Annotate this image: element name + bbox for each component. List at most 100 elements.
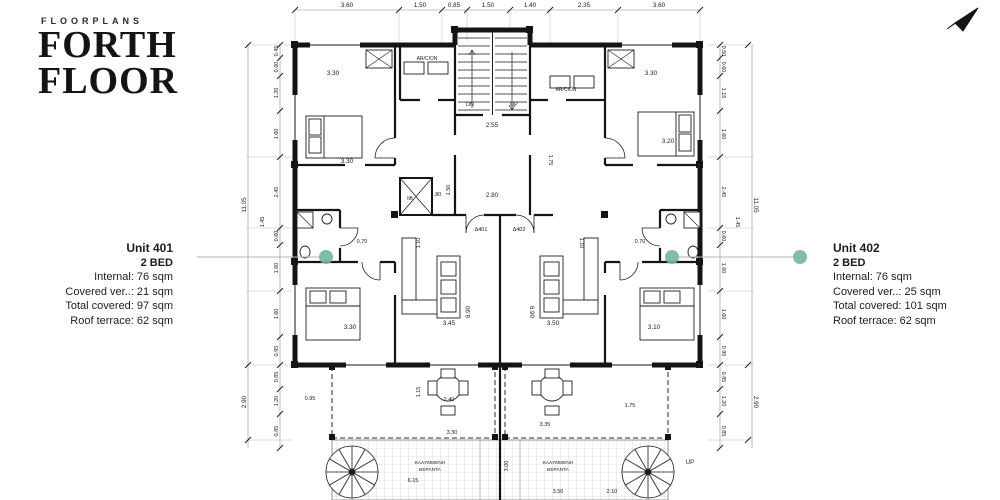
plan-label: 0.70: [635, 239, 646, 245]
plan-label: 1.75: [547, 155, 553, 166]
north-arrow-icon: [946, 7, 979, 32]
plan-label: 3.10: [648, 324, 661, 331]
plan-label: 1.45: [260, 217, 266, 228]
header-eyebrow: FLOORPLANS: [41, 16, 143, 26]
plan-label: 1.10: [578, 238, 584, 249]
plan-label: 0.60: [720, 62, 726, 73]
columns: [291, 26, 703, 368]
dining-table: [531, 368, 573, 416]
plan-label: 1.60: [274, 309, 280, 320]
plan-label: 0.85: [274, 426, 280, 437]
plan-label: 1.40: [524, 2, 537, 9]
plan-label: 3.20: [662, 138, 675, 145]
plan-label: Δ402: [513, 227, 526, 233]
plan-label: 1.20: [274, 88, 280, 99]
plan-label: 2.45: [274, 187, 280, 198]
wardrobe: [365, 49, 393, 69]
plan-label: 0.85: [720, 426, 726, 437]
plan-label: 3.30: [447, 430, 458, 436]
plan-label: 3.30: [341, 158, 354, 165]
title-line-1: FORTH: [38, 24, 177, 66]
furniture: [296, 49, 701, 416]
plan-label: 1.15: [416, 387, 422, 398]
plan-label: UP: [686, 460, 694, 466]
spiral-staircase-right: [621, 445, 675, 499]
plan-label: 3.50: [547, 320, 560, 327]
unit-401-info: Unit 401 2 BED Internal: 76 sqm Covered …: [28, 241, 173, 328]
plan-label: 1.60: [274, 263, 280, 274]
plan-label: 2.80: [486, 192, 499, 199]
plan-label: 1.60: [720, 129, 726, 140]
plan-label: ΚΑΛΥΜΜΕΝΗ: [415, 460, 446, 466]
plan-label: 11.05: [241, 197, 248, 213]
plan-label: 1.10: [416, 238, 422, 249]
plan-label: 1.60: [720, 309, 726, 320]
plan-label: 3.30: [344, 324, 357, 331]
plan-label: 2.90: [752, 396, 759, 409]
plan-label: 1.50: [414, 2, 427, 9]
plan-label: 11.05: [752, 197, 759, 213]
spiral-staircase-left: [325, 445, 379, 499]
plan-label: 3.30: [645, 70, 658, 77]
windows: [291, 41, 704, 369]
plan-label: ΚΑΛΥΜΜΕΝΗ: [543, 460, 574, 466]
plan-label: 3.00: [504, 461, 510, 472]
bed: [305, 287, 361, 341]
unit-roof-terrace: Roof terrace: 62 sqm: [833, 314, 936, 327]
unit-name: Unit 401: [126, 241, 173, 255]
unit-covered-veranda: Covered ver..: 25 sqm: [833, 285, 941, 298]
plan-label: 0.70: [357, 239, 368, 245]
bed: [637, 111, 695, 157]
plan-label: 3.60: [653, 2, 666, 9]
unit-internal: Internal: 76 sqm: [833, 271, 912, 283]
plan-label: 0.95: [274, 346, 280, 357]
plan-label: 1.75: [625, 403, 636, 409]
plan-label: 1.50: [446, 185, 452, 196]
unit-roof-terrace: Roof terrace: 62 sqm: [70, 314, 173, 327]
plan-label: 0.60: [274, 231, 280, 242]
plan-label: 3.45: [443, 320, 456, 327]
wardrobe: [607, 49, 635, 69]
bathroom-fixtures: [296, 211, 333, 259]
dimension-chains: [244, 6, 754, 452]
plan-label: 3.30: [327, 70, 340, 77]
sofa: [553, 237, 599, 315]
unit-401-marker[interactable]: [319, 250, 333, 264]
kitchen-counter: [539, 255, 564, 319]
bed: [639, 287, 695, 341]
unit-connectors: [197, 250, 807, 264]
page-title: FORTH FLOOR: [38, 24, 178, 100]
plan-label: 2.10: [607, 489, 618, 495]
plan-label: 0.60: [720, 231, 726, 242]
plan-label: 0.45: [274, 46, 280, 57]
plan-label: ΒΕΡΑΝΤΑ: [419, 467, 441, 473]
unit-402-marker[interactable]: [665, 250, 679, 264]
plan-label: 2.90: [241, 395, 248, 408]
plan-label: DN: [466, 102, 474, 108]
plan-label: 1.50: [482, 2, 495, 9]
walls: [292, 27, 703, 500]
plan-label: 1.20: [274, 396, 280, 407]
plan-label: 0.85: [448, 2, 461, 9]
plan-label: Δ401: [475, 227, 488, 233]
plan-label: 6.90: [528, 306, 535, 319]
plan-label: AR/CION: [556, 87, 577, 93]
plan-label: 0.60: [274, 62, 280, 73]
doors: [339, 137, 661, 281]
plan-label: UP: [510, 102, 518, 108]
plan-label: 6.90: [465, 305, 472, 318]
ac-unit: [549, 75, 595, 89]
sofa: [401, 237, 447, 315]
plan-label: 1.15: [720, 88, 726, 99]
unit-402-marker-end[interactable]: [793, 250, 807, 264]
unit-total-covered: Total covered: 101 sqm: [833, 300, 947, 312]
unit-covered-veranda: Covered ver..: 21 sqm: [65, 285, 173, 298]
plan-label: 0.85: [274, 372, 280, 383]
plan-label: 2.55: [486, 122, 499, 129]
plan-label: 6.15: [408, 478, 419, 484]
staircase: [458, 30, 527, 115]
unit-name: Unit 402: [833, 241, 880, 255]
unit-total-covered: Total covered: 97 sqm: [65, 300, 173, 312]
